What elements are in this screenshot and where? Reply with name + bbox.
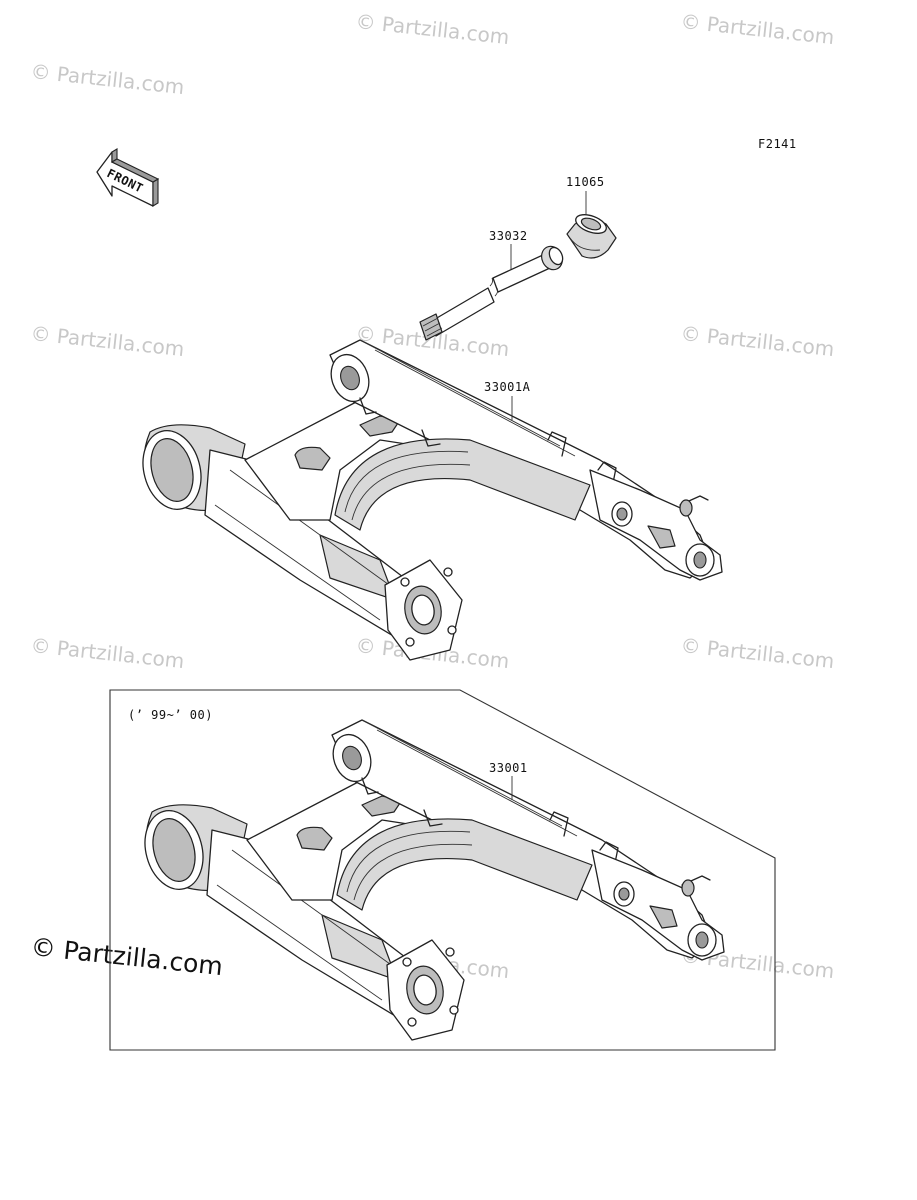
pivot-shaft-part <box>419 244 564 341</box>
watermark: © Partzilla.com <box>29 321 185 361</box>
figure-code: F2141 <box>758 137 797 151</box>
callout-33001a: 33001A <box>484 380 531 394</box>
callout-33032: 33032 <box>489 229 528 243</box>
watermark: © Partzilla.com <box>679 9 835 49</box>
variant-box-label: (’ 99~’ 00) <box>128 708 213 722</box>
callout-33001: 33001 <box>489 761 528 775</box>
watermark: © Partzilla.com <box>29 59 185 99</box>
swingarm-a-part <box>142 339 723 661</box>
front-arrow-icon: FRONT <box>96 148 160 207</box>
variant-box <box>109 689 776 1051</box>
watermark-corner: © Partzilla.com <box>29 932 224 981</box>
watermark: © Partzilla.com <box>679 321 835 361</box>
watermark: © Partzilla.com <box>29 633 185 673</box>
bushing-part <box>566 191 617 259</box>
watermark: © Partzilla.com <box>679 633 835 673</box>
watermark: © Partzilla.com <box>354 9 510 49</box>
swingarm-part <box>144 719 725 1041</box>
callout-11065: 11065 <box>566 175 605 189</box>
